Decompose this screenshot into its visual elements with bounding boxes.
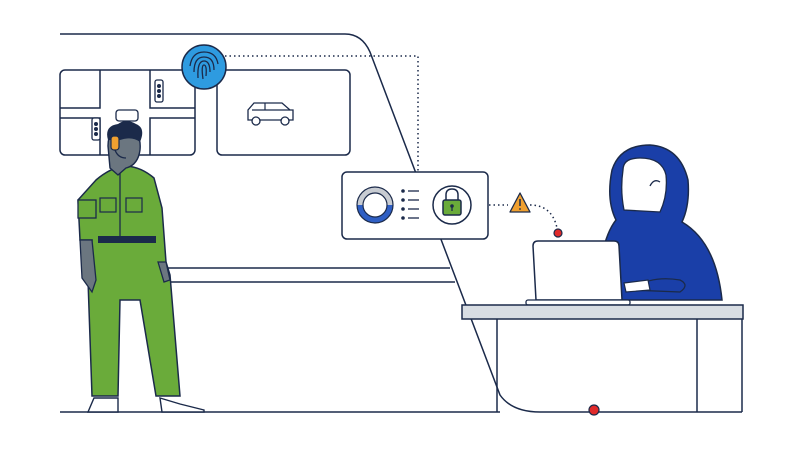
warning-triangle-icon [509, 192, 531, 213]
laptop-icon [525, 240, 631, 306]
map-panel [59, 69, 196, 156]
alert-dot [553, 228, 563, 238]
security-status-card [341, 171, 489, 240]
traffic-light-icon [91, 117, 101, 141]
car-icon [247, 102, 294, 126]
camera-panel [216, 69, 351, 156]
desk [461, 304, 744, 412]
operator-figure [77, 121, 205, 413]
red-marker-dot [588, 404, 600, 416]
padlock-icon [432, 185, 472, 225]
traffic-light-icon [154, 79, 164, 103]
threat-connection-line [489, 204, 558, 229]
checklist-icon [401, 189, 419, 220]
headset-icon [110, 135, 120, 151]
fingerprint-icon [181, 44, 227, 90]
fingerprint-connection-line [225, 55, 419, 172]
hooded-hacker-figure [595, 144, 723, 301]
car-top-view-icon [115, 109, 139, 122]
donut-gauge-icon [356, 186, 394, 224]
